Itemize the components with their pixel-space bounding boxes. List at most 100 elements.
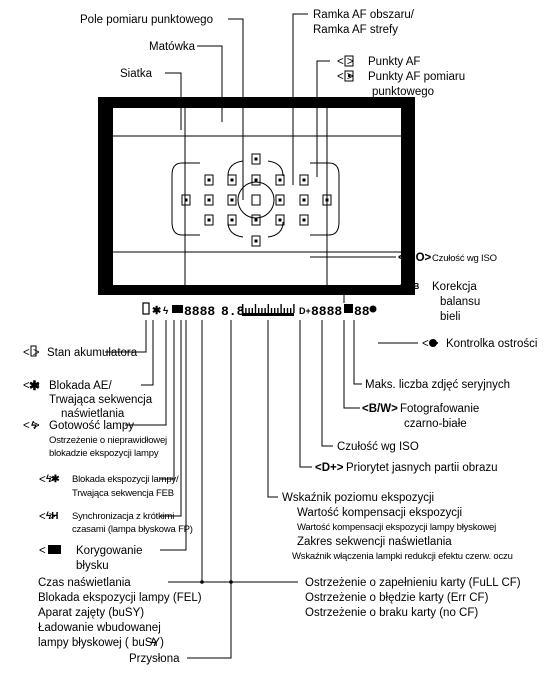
exposure-scale-tick <box>242 304 244 313</box>
wb-bracket: < > <box>398 281 415 293</box>
fe-lock-symbol-icon: ϟ✱ <box>46 474 60 485</box>
label-wb-2: balansu <box>440 296 480 308</box>
label-card-error: Ostrzeżenie o błędzie karty (Err CF) <box>305 592 489 604</box>
leader-lines <box>105 13 418 659</box>
exposure-scale-tick <box>274 308 276 313</box>
label-wb-1: Korekcja <box>432 281 477 293</box>
exposure-scale-tick <box>261 308 263 313</box>
label-bw-2: czarno-białe <box>404 418 467 430</box>
d-plus-bracket-code: <D+> <box>315 462 344 474</box>
af-point <box>227 174 237 186</box>
label-hss-2: czasami (lampa błyskowa FP) <box>72 524 193 535</box>
af-point-center <box>230 178 234 182</box>
label-flash-comp-2: błysku <box>76 560 109 572</box>
flash-comp-icon <box>172 305 183 313</box>
focus-symbol-icon <box>429 339 437 347</box>
junction-dot <box>229 580 233 584</box>
af-point <box>275 214 285 226</box>
af-point-center <box>302 178 306 182</box>
focus-indicator-dot <box>369 305 377 313</box>
exposure-scale-tick <box>264 308 266 313</box>
wb-symbol-icon: WB <box>406 282 420 291</box>
exposure-scale-tick <box>267 304 269 313</box>
label-highlight-priority: Priorytet jasnych partii obrazu <box>346 462 497 474</box>
af-point-center <box>254 218 258 222</box>
af-point-center <box>230 218 234 222</box>
af-point <box>181 194 191 206</box>
af-point-center <box>278 218 282 222</box>
label-ae-lock-1: Blokada AE/ <box>49 380 112 392</box>
exposure-scale-tick <box>258 308 260 313</box>
label-af-spot-points-1: Punkty AF pomiaru <box>368 71 465 83</box>
label-no-card: Ostrzeżenie o braku karty (no CF) <box>305 607 478 619</box>
af-point-center <box>207 218 211 222</box>
label-flash-lock-warning-1: Ostrzeżenie o nieprawidłowej <box>49 435 167 446</box>
label-exposure-level: Wskaźnik poziomu ekspozycji <box>282 492 434 504</box>
af-point <box>204 214 214 226</box>
label-exposure-comp: Wartość kompensacji ekspozycji <box>297 507 462 519</box>
exposure-level-scale <box>242 304 295 316</box>
af-point <box>299 174 309 186</box>
label-battery: Stan akumulatora <box>47 347 138 359</box>
af-point <box>299 194 309 206</box>
exposure-scale-tick <box>293 304 295 313</box>
flash-comp-symbol-icon <box>48 545 61 554</box>
label-grid: Siatka <box>120 68 153 80</box>
label-shutter-speed: Czas naświetlania <box>38 577 131 589</box>
af-point-center <box>254 157 258 161</box>
af-point-center <box>302 218 306 222</box>
label-af-frame-1: Ramka AF obszaru/ <box>313 9 415 21</box>
af-point-center <box>184 198 188 202</box>
af-point <box>299 214 309 226</box>
exposure-scale-tick <box>245 308 247 313</box>
label-iso-speed: Czułość wg ISO <box>337 441 419 453</box>
flash-ready-symbol-icon: ϟ <box>31 420 37 432</box>
junction-dot <box>200 580 204 584</box>
af-point <box>227 194 237 206</box>
label-flash-lock-warning-2: blokadzie ekspozycji lampy <box>49 448 159 459</box>
viewfinder-screen <box>113 108 401 285</box>
af-point <box>275 174 285 186</box>
af-point-center <box>207 178 211 182</box>
hss-bracket: < > <box>39 511 56 523</box>
label-aperture: Przysłona <box>129 653 180 665</box>
af-point-center-spot <box>251 194 261 206</box>
label-flash-ready: Gotowość lampy <box>49 420 134 432</box>
flash-ready-bracket: < > <box>23 420 40 432</box>
iso-display: 8888 <box>311 304 342 319</box>
hss-symbol-icon: ϟH <box>46 511 59 522</box>
label-busy: Aparat zajęty (buSY) <box>38 607 144 619</box>
battery-symbol-icon <box>30 345 37 357</box>
label-wb-3: bieli <box>440 311 460 323</box>
exposure-scale-tick <box>248 308 250 313</box>
label-ae-lock-2: Trwająca sekwencja <box>49 394 153 406</box>
spot-metering-circle <box>237 181 275 219</box>
viewfinder-lcd: ✱ ϟ 8888 8.8 D+ 8888 88 <box>142 302 377 319</box>
exposure-scale-tick <box>283 308 285 313</box>
charging-flash-symbol-icon: ϟ <box>151 638 157 649</box>
grid-lines <box>113 108 401 285</box>
af-point-center <box>325 198 329 202</box>
exposure-scale-tick <box>251 308 253 313</box>
af-point-center <box>254 239 258 243</box>
label-charging-2: lampy błyskowej ( buSY) <box>38 637 164 649</box>
label-fel: Blokada ekspozycji lampy (FEL) <box>38 592 202 604</box>
af-point-center <box>207 198 211 202</box>
exposure-scale-tick <box>290 308 292 313</box>
battery-icon <box>142 302 150 315</box>
label-hss-1: Synchronizacja z krótkimi <box>72 511 174 522</box>
exposure-scale-tick <box>270 308 273 313</box>
flash-ready-icon: ϟ <box>163 306 169 317</box>
bw-bracket-code: <B/W> <box>362 403 398 415</box>
af-point <box>322 194 332 206</box>
label-aeb-range: Zakres sekwencji naświetlania <box>297 536 452 548</box>
ae-lock-icon: ✱ <box>152 305 161 317</box>
af-point-center <box>278 198 282 202</box>
label-focusing-screen: Matówka <box>149 41 196 53</box>
af-spot-symbol-dot <box>348 74 351 77</box>
af-point-symbol-icon <box>344 55 354 67</box>
label-bw-1: Fotografowanie <box>400 403 479 415</box>
d-plus-display: D+ <box>299 306 311 316</box>
label-focus-confirmation: Kontrolka ostrości <box>446 338 537 350</box>
